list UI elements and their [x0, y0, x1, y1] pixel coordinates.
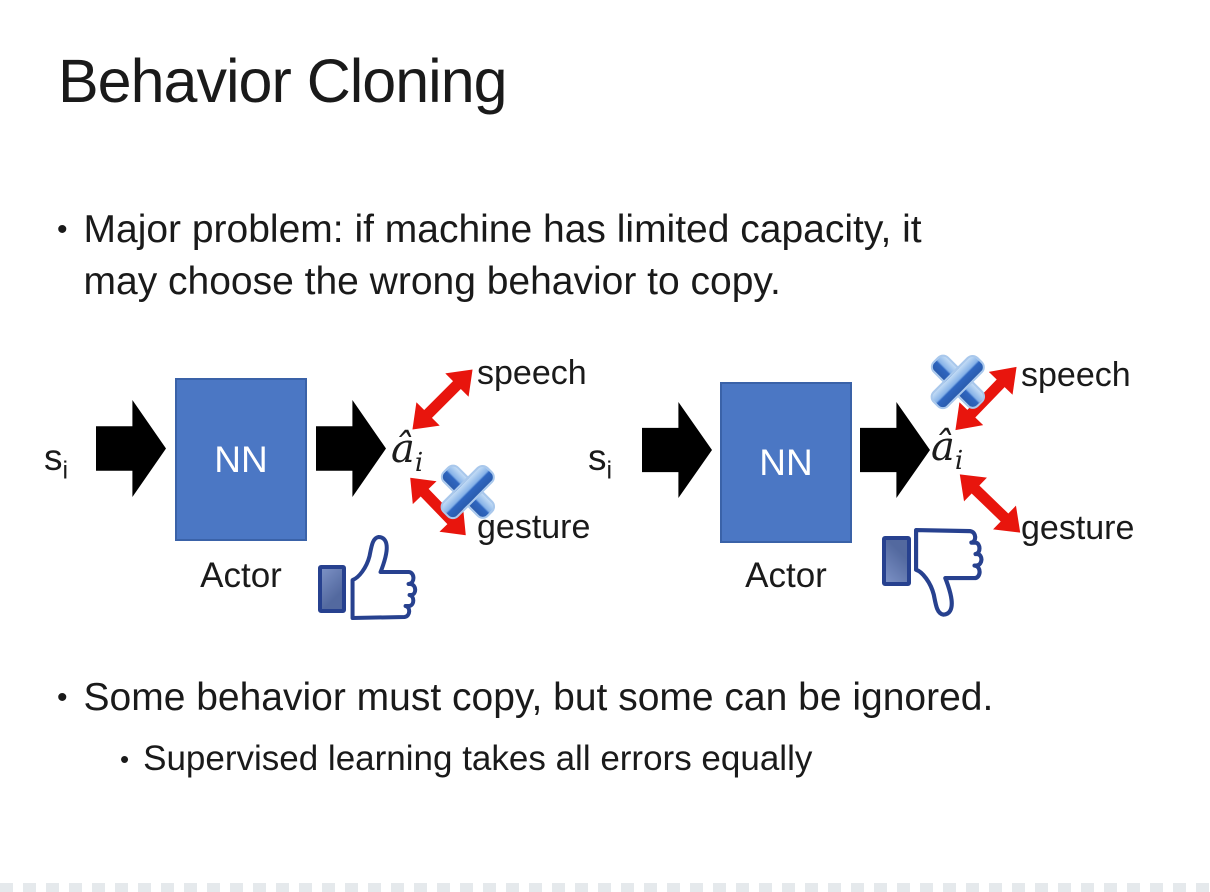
thumbs-up-icon — [318, 528, 422, 620]
actor-label-left: Actor — [200, 556, 282, 595]
gesture-label-right: gesture — [1021, 509, 1135, 547]
thumbs-down-icon — [882, 528, 988, 624]
actor-label-right: Actor — [745, 556, 827, 595]
action-subscript: i — [954, 446, 964, 476]
bullet-glyph: • — [57, 213, 68, 246]
action-symbol: â — [391, 426, 415, 472]
bullet-line-2: may choose the wrong behavior to copy. — [83, 260, 781, 303]
bullet-major-problem: • Major problem: if machine has limited … — [57, 204, 922, 308]
state-subscript: i — [606, 456, 613, 485]
speech-label-right: speech — [1021, 356, 1131, 394]
nn-label: NN — [759, 441, 813, 483]
state-subscript: i — [62, 456, 69, 485]
state-symbol: s — [44, 437, 63, 478]
bullet-some-behavior: • Some behavior must copy, but some can … — [57, 672, 993, 724]
speech-link-arrow-left — [401, 358, 484, 441]
sub-bullet-supervised: • Supervised learning takes all errors e… — [120, 736, 812, 782]
action-output-label-left: âi — [391, 426, 423, 478]
action-output-label-right: âi — [931, 424, 963, 476]
state-symbol: s — [588, 437, 607, 478]
thumb-cuff — [318, 564, 347, 613]
cutoff-text-strip — [0, 883, 1210, 892]
nn-label: NN — [214, 438, 268, 480]
state-input-label-right: si — [588, 437, 612, 485]
flow-arrow-output-right — [860, 402, 930, 498]
action-subscript: i — [414, 448, 424, 478]
action-symbol: â — [931, 424, 955, 470]
flow-arrow-input-right — [642, 402, 712, 498]
bullet-major-problem-text: Major problem: if machine has limited ca… — [84, 204, 922, 308]
speech-label-left: speech — [477, 354, 587, 392]
gesture-link-arrow-right — [948, 462, 1031, 544]
bullet-glyph: • — [120, 744, 130, 774]
nn-box-left: NN — [175, 378, 307, 541]
bullet-line-1: Major problem: if machine has limited ca… — [83, 208, 922, 251]
sub-bullet-supervised-text: Supervised learning takes all errors equ… — [143, 739, 813, 778]
nn-box-right: NN — [720, 382, 852, 543]
page-title: Behavior Cloning — [58, 47, 508, 115]
flow-arrow-output-left — [316, 400, 386, 497]
speech-link-arrow-right — [944, 355, 1029, 441]
bullet-some-behavior-text: Some behavior must copy, but some can be… — [83, 676, 994, 719]
flow-arrow-input-left — [96, 400, 166, 497]
state-input-label-left: si — [44, 437, 68, 485]
cross-out-x-icon — [437, 461, 499, 523]
cross-out-x-icon — [927, 351, 989, 413]
gesture-link-arrow-left — [398, 466, 477, 546]
gesture-label-left: gesture — [477, 508, 591, 546]
bullet-glyph: • — [57, 681, 68, 714]
